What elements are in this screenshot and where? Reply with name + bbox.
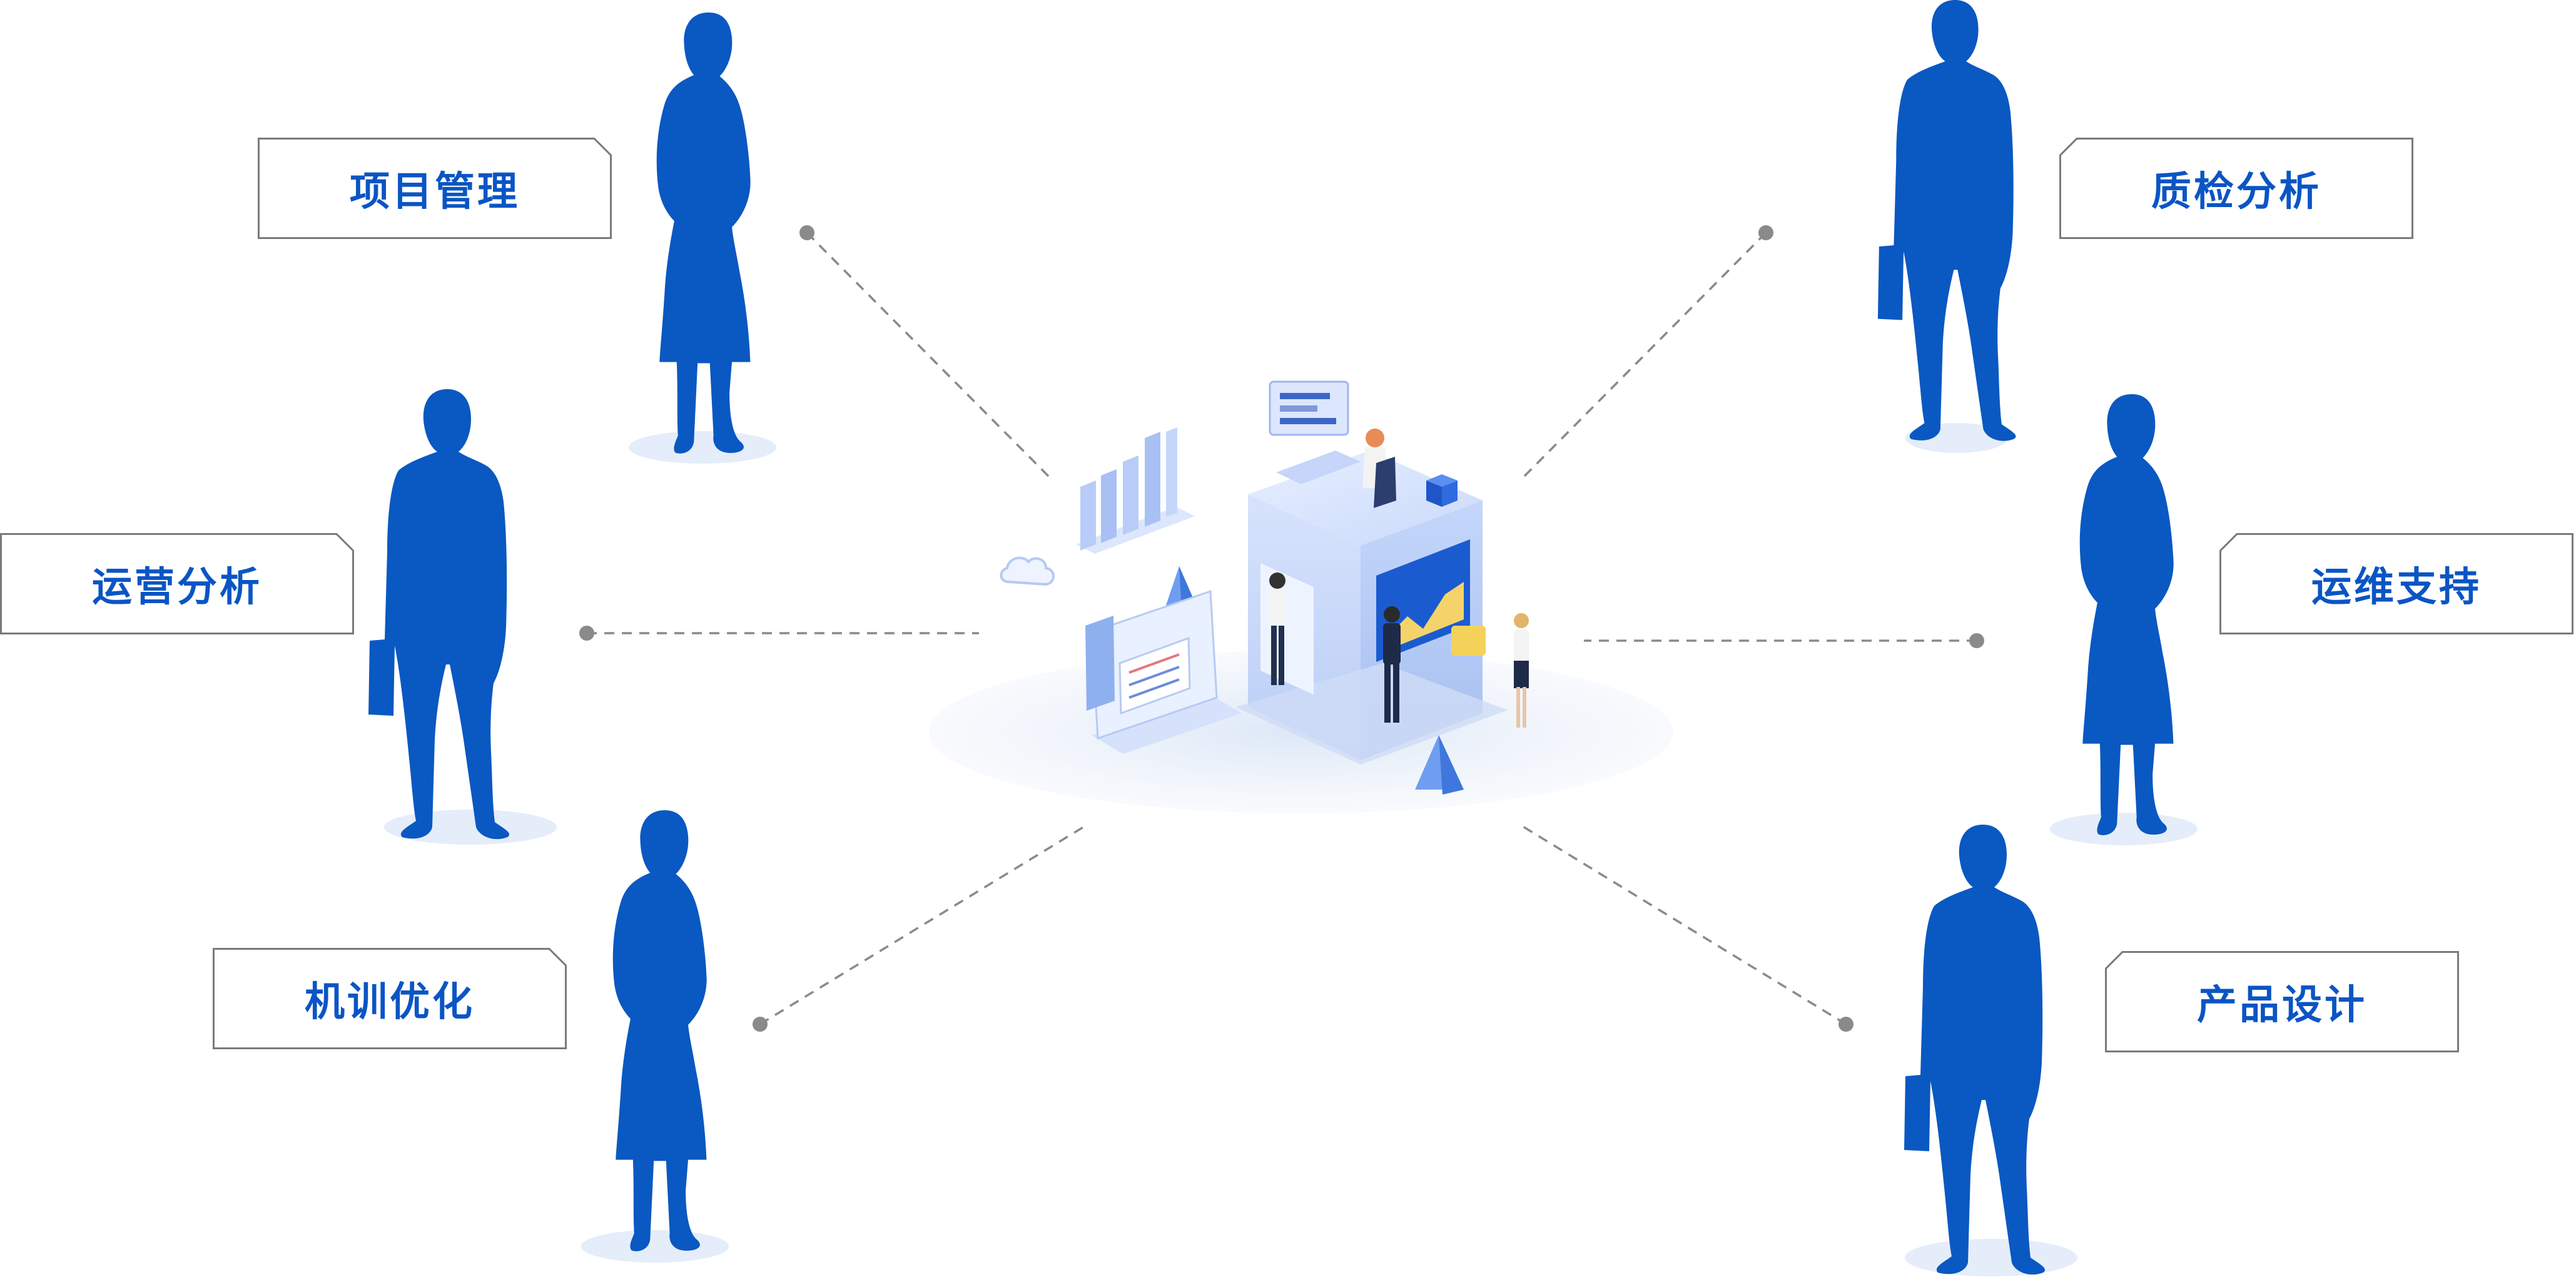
role-label-product: 产品设计 bbox=[2197, 982, 2367, 1029]
connector-product bbox=[1521, 825, 1847, 1025]
role-box-quality: 质检分析 bbox=[2059, 138, 2413, 239]
desk-screen-bar-3 bbox=[1280, 418, 1336, 424]
desk bbox=[1276, 450, 1361, 484]
role-label-project: 项目管理 bbox=[350, 169, 520, 215]
desk-screen-bar-2 bbox=[1280, 405, 1317, 412]
box-frame bbox=[0, 533, 354, 634]
person-silhouettes bbox=[368, 0, 2198, 1276]
pyramid-2-shade bbox=[1439, 735, 1464, 795]
cloud-icon bbox=[1000, 556, 1055, 586]
dot-training bbox=[753, 1017, 768, 1032]
role-box-maintenance: 运维支持 bbox=[2219, 533, 2573, 634]
box-frame bbox=[2105, 951, 2459, 1052]
wall-screen-chart bbox=[1386, 582, 1464, 651]
box-frame bbox=[258, 138, 612, 239]
dot-quality bbox=[1758, 225, 1773, 240]
woman-silhouette-project bbox=[656, 13, 751, 454]
box-frame bbox=[2059, 138, 2413, 239]
silhouette-shadow-product bbox=[1905, 1239, 2077, 1276]
woman-silhouette-maintenance bbox=[2079, 394, 2174, 835]
office-chair bbox=[1374, 457, 1396, 508]
dot-project bbox=[799, 225, 814, 240]
silhouette-shadow-maintenance bbox=[2050, 813, 2198, 845]
connector-project bbox=[806, 231, 1052, 480]
role-box-product: 产品设计 bbox=[2105, 951, 2459, 1052]
yellow-card bbox=[1451, 626, 1486, 656]
silhouette-shadow-project bbox=[629, 431, 776, 464]
dot-operations bbox=[579, 626, 594, 641]
role-label-operations: 运营分析 bbox=[92, 564, 262, 611]
woman-silhouette-training bbox=[612, 810, 707, 1251]
man-silhouette-operations bbox=[368, 389, 510, 840]
desk-screen-bar-1 bbox=[1280, 393, 1330, 399]
connector-lines bbox=[587, 231, 1977, 1025]
silhouette-shadow-training bbox=[581, 1230, 729, 1263]
blue-cube-left bbox=[1426, 481, 1442, 507]
stacked-panels bbox=[1085, 589, 1242, 754]
connector-training bbox=[759, 825, 1086, 1025]
business-people bbox=[1269, 572, 1529, 728]
blue-cube-right bbox=[1442, 481, 1458, 507]
role-box-training: 机训优化 bbox=[213, 948, 567, 1049]
box-frame bbox=[2219, 533, 2573, 634]
man-silhouette-quality bbox=[1877, 0, 2016, 441]
seated-person-head bbox=[1366, 429, 1384, 447]
man-silhouette-product bbox=[1904, 825, 2046, 1275]
connector-quality bbox=[1521, 231, 1767, 480]
isometric-platform-illustration bbox=[929, 380, 1673, 813]
dot-maintenance bbox=[1969, 633, 1984, 648]
bar-chart-blocks bbox=[1076, 427, 1195, 554]
box-frame bbox=[213, 948, 567, 1049]
role-box-project: 项目管理 bbox=[258, 138, 612, 239]
dot-product bbox=[1838, 1017, 1853, 1032]
role-label-quality: 质检分析 bbox=[2151, 169, 2321, 215]
role-label-training: 机训优化 bbox=[305, 979, 475, 1025]
connector-dots bbox=[579, 225, 1984, 1032]
role-box-operations: 运营分析 bbox=[0, 533, 354, 634]
role-label-maintenance: 运维支持 bbox=[2311, 564, 2482, 611]
